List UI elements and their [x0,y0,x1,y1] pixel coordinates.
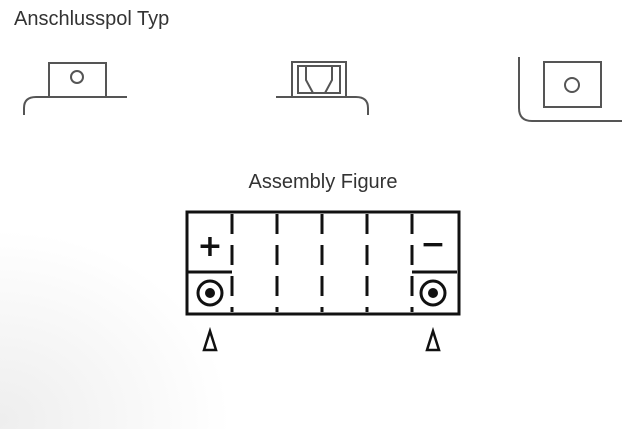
positive-terminal [187,270,232,307]
positive-arrow-icon [202,326,218,352]
battery-diagram: + − [185,210,461,352]
negative-sign: − [420,227,445,262]
negative-terminal [412,270,457,307]
assembly-figure-title: Assembly Figure [248,171,398,193]
negative-arrow-icon [425,326,441,352]
terminal-type-3-icon [518,57,622,122]
terminal-type-1-icon [23,62,127,115]
page-title: Anschlusspol Typ [14,8,170,30]
positive-sign: + [197,229,222,264]
battery-body [185,210,461,316]
cell-divider-lines [230,214,414,312]
terminal-type-2-icon [276,61,369,115]
